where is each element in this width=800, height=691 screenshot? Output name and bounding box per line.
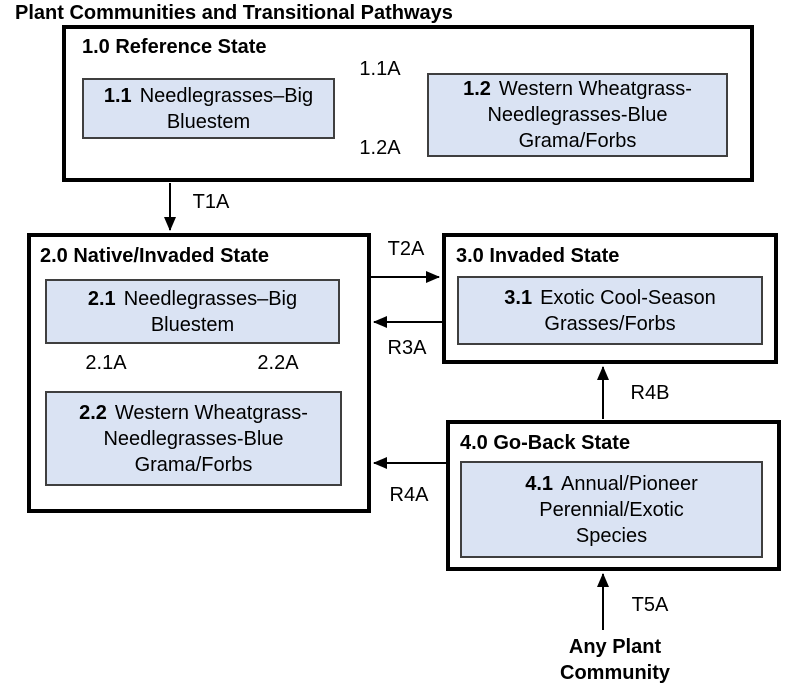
pathway-label-1-1a: 1.1A: [359, 58, 401, 80]
pathway-label-t2a: T2A: [387, 238, 425, 260]
pathway-label-2-1a: 2.1A: [85, 352, 127, 374]
community-box-2-1: 2.1 Needlegrasses–Big Bluestem: [45, 279, 340, 344]
community-number: 1.1: [103, 84, 132, 107]
pathway-label-2-2a: 2.2A: [257, 352, 299, 374]
community-number: 4.1: [525, 472, 554, 495]
community-name: Needlegrasses–Big Bluestem: [123, 287, 298, 336]
community-name: Western Wheatgrass-Needlegrasses-Blue Gr…: [103, 401, 308, 476]
pathway-label-r3a: R3A: [387, 337, 427, 359]
state-box-reference: 1.0 Reference State 1.1 Needlegrasses–Big…: [62, 25, 754, 182]
pathway-label-r4b: R4B: [630, 382, 670, 404]
community-name: Western Wheatgrass-Needlegrasses-Blue Gr…: [487, 78, 692, 152]
state-box-native-invaded: 2.0 Native/Invaded State 2.1 Needlegrasse…: [27, 233, 371, 513]
community-name: Exotic Cool-Season Grasses/Forbs: [540, 286, 716, 335]
pathway-label-1-2a: 1.2A: [359, 137, 401, 159]
pathway-label-r4a: R4A: [389, 484, 429, 506]
pathway-label-t5a: T5A: [631, 594, 669, 616]
community-number: 3.1: [504, 286, 533, 309]
state-title-reference: 1.0 Reference State: [82, 36, 267, 58]
community-box-3-1: 3.1 Exotic Cool-Season Grasses/Forbs: [457, 276, 763, 345]
any-plant-community-label: Any Plant Community: [560, 636, 670, 684]
community-number: 1.2: [463, 78, 491, 100]
state-title-native-invaded: 2.0 Native/Invaded State: [40, 245, 269, 267]
community-name: Needlegrasses–Big Bluestem: [139, 84, 314, 133]
state-title-go-back: 4.0 Go-Back State: [460, 432, 631, 454]
community-box-1-1: 1.1 Needlegrasses–Big Bluestem: [82, 78, 335, 139]
pathway-label-t1a: T1A: [192, 191, 230, 213]
state-box-invaded: 3.0 Invaded State 3.1 Exotic Cool-Season …: [442, 233, 778, 364]
community-number: 2.1: [87, 287, 116, 310]
community-name: Annual/Pioneer Perennial/Exotic Species: [539, 472, 698, 547]
state-title-invaded: 3.0 Invaded State: [456, 245, 620, 267]
page-title: Plant Communities and Transitional Pathw…: [15, 2, 453, 24]
community-number: 2.2: [79, 401, 107, 424]
